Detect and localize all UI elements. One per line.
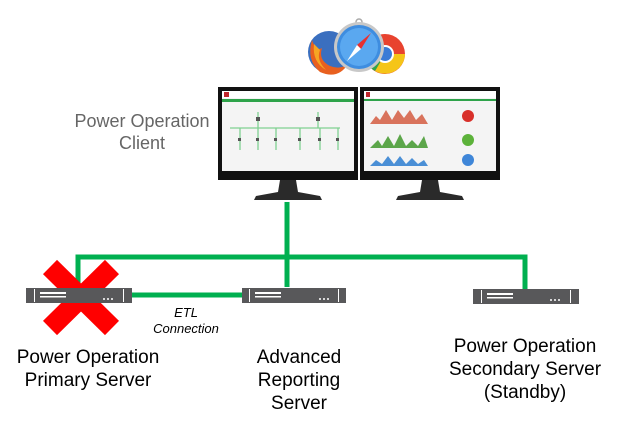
secondary-label-line2: Secondary Server: [448, 359, 602, 380]
reporting-label-line1: Advanced: [256, 347, 342, 368]
primary-server-icon: [26, 288, 132, 303]
client-label-line1: Power Operation: [74, 111, 210, 131]
reporting-label-line3: Server: [271, 393, 327, 414]
reporting-server-label: Advanced Reporting Server: [234, 346, 364, 415]
primary-label-line1: Power Operation: [16, 347, 160, 368]
secondary-label-line1: Power Operation: [453, 336, 597, 357]
reporting-label-line2: Reporting: [257, 370, 341, 391]
etl-label-line2: Connection: [153, 321, 219, 336]
secondary-server-label: Power Operation Secondary Server (Standb…: [432, 335, 617, 404]
secondary-label-line3: (Standby): [483, 382, 567, 403]
primary-label-line2: Primary Server: [24, 370, 152, 391]
monitor-left: [218, 87, 358, 200]
etl-label-line1: ETL: [174, 305, 198, 320]
etl-connection-label: ETL Connection: [136, 305, 236, 337]
client-label-line2: Client: [118, 133, 166, 153]
client-label: Power Operation Client: [62, 110, 222, 154]
reporting-server-icon: [242, 288, 346, 303]
primary-server-label: Power Operation Primary Server: [0, 346, 176, 392]
monitor-right: [360, 87, 500, 200]
secondary-server-icon: [473, 289, 579, 304]
safari-icon: [334, 18, 384, 72]
network-bus: [75, 254, 528, 292]
